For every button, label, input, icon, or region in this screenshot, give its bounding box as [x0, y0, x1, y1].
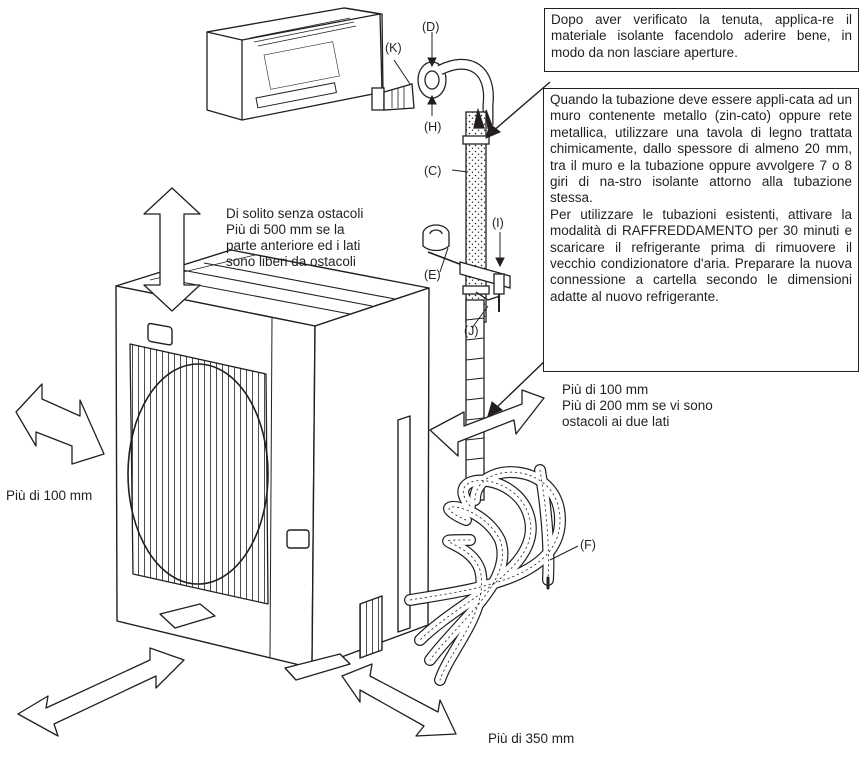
clearance-bottom-text: Più di 350 mm	[488, 731, 575, 746]
arrow-bottom-left	[17, 647, 185, 737]
arrow-right	[429, 389, 545, 457]
arrow-left	[15, 383, 105, 465]
pipe-coils	[404, 464, 567, 686]
note-insulation: Dopo aver verificato la tenuta, applica-…	[544, 8, 859, 72]
note-insulation-text: Dopo aver verificato la tenuta, applica-…	[551, 12, 852, 60]
indoor-unit	[206, 7, 384, 121]
note-metal-wall-para-1: Quando la tubazione deve essere appli-ca…	[550, 92, 852, 206]
label-h: (H)	[424, 120, 442, 134]
arrow-bottom-right	[341, 663, 457, 737]
label-f: (F)	[580, 538, 596, 552]
indoor-connection	[371, 58, 494, 125]
clearance-top-text: Di solito senza ostacoli Più di 500 mm s…	[226, 206, 364, 269]
vertical-piping	[462, 107, 493, 501]
pipe-band-clip	[422, 224, 471, 269]
note-metal-wall: Quando la tubazione deve essere appli-ca…	[543, 88, 859, 372]
label-i: (I)	[492, 216, 504, 230]
leader-lines	[393, 32, 579, 561]
clearance-arrows	[15, 187, 545, 737]
saddle-and-screw	[459, 261, 511, 312]
label-k: (K)	[385, 41, 402, 55]
arrow-top	[143, 187, 201, 312]
label-c: (C)	[424, 164, 442, 178]
outdoor-unit	[115, 249, 430, 681]
clearance-left-text: Più di 100 mm	[6, 488, 93, 503]
label-e: (E)	[424, 268, 441, 282]
clearance-right-text: Più di 100 mm Più di 200 mm se vi sono o…	[562, 382, 713, 429]
label-j: (J)	[464, 324, 479, 338]
label-d: (D)	[422, 20, 440, 34]
note-metal-wall-para-2: Per utilizzare le tubazioni esistenti, a…	[550, 206, 852, 304]
